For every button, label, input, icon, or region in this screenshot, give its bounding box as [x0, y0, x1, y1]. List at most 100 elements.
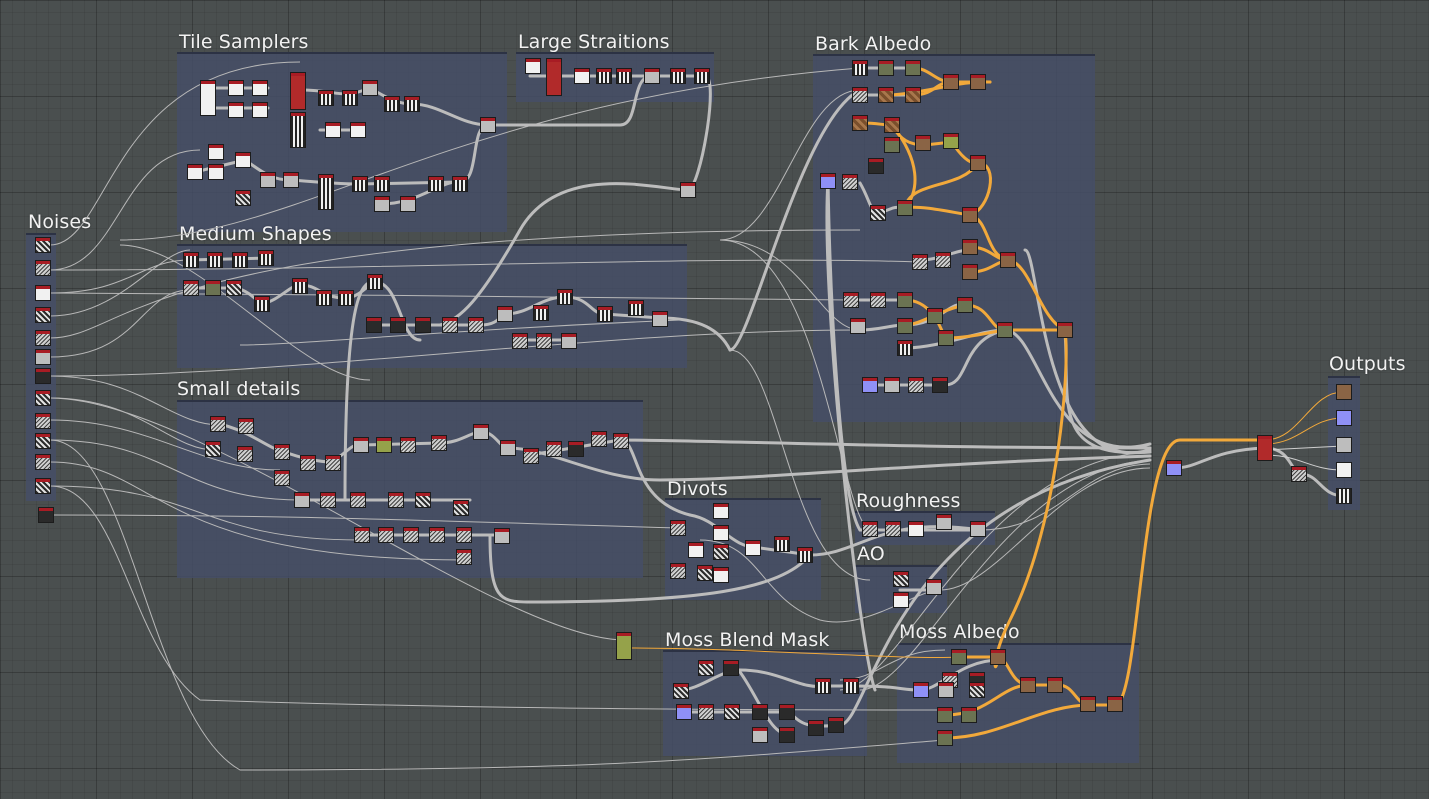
shape-node[interactable] [367, 274, 383, 290]
ao-node[interactable] [893, 592, 909, 608]
output-node[interactable] [1336, 488, 1352, 504]
blend-node[interactable] [362, 80, 378, 96]
albedo-node[interactable] [897, 318, 913, 334]
shape-node[interactable] [292, 278, 308, 294]
tile-sampler-node[interactable] [325, 122, 341, 138]
tile-sampler-node[interactable] [200, 80, 216, 116]
albedo-node[interactable] [878, 87, 894, 103]
noise-node[interactable] [35, 349, 51, 365]
shape-node[interactable] [366, 317, 382, 333]
blend-node[interactable] [480, 117, 496, 133]
tile-sampler-node[interactable] [228, 102, 244, 118]
albedo-node[interactable] [843, 292, 859, 308]
frame-moss-albedo[interactable] [897, 643, 1139, 763]
albedo-node[interactable] [1000, 252, 1016, 268]
shape-node[interactable] [533, 305, 549, 321]
noise-node[interactable] [35, 237, 51, 253]
detail-node[interactable] [353, 437, 369, 453]
albedo-node[interactable] [905, 60, 921, 76]
straition-node[interactable] [616, 68, 632, 84]
shape-node[interactable] [468, 317, 484, 333]
shape-node[interactable] [442, 317, 458, 333]
albedo-node[interactable] [842, 174, 858, 190]
blend-node[interactable] [400, 196, 416, 212]
output-splitter-node[interactable] [1257, 435, 1273, 461]
noise-node[interactable] [35, 307, 51, 323]
albedo-node[interactable] [997, 322, 1013, 338]
albedo-node[interactable] [884, 137, 900, 153]
blend-node[interactable] [1166, 460, 1182, 476]
albedo-node[interactable] [908, 377, 924, 393]
albedo-node[interactable] [905, 87, 921, 103]
albedo-node[interactable] [915, 135, 931, 151]
albedo-node[interactable] [852, 87, 868, 103]
detail-node[interactable] [325, 455, 341, 471]
detail-node[interactable] [403, 527, 419, 543]
straition-node[interactable] [574, 68, 590, 84]
shape-node[interactable] [415, 317, 431, 333]
tile-sampler-node[interactable] [228, 80, 244, 96]
detail-node[interactable] [456, 527, 472, 543]
straition-node[interactable] [546, 58, 562, 96]
albedo-node[interactable] [878, 60, 894, 76]
output-node[interactable] [1336, 462, 1352, 478]
detail-node[interactable] [205, 441, 221, 457]
noise-node[interactable] [35, 260, 51, 276]
detail-node[interactable] [546, 441, 562, 457]
roughness-node[interactable] [862, 521, 878, 537]
detail-node[interactable] [294, 492, 310, 508]
divot-node[interactable] [774, 536, 790, 552]
albedo-node[interactable] [943, 133, 959, 149]
tile-sampler-node[interactable] [350, 122, 366, 138]
noise-node[interactable] [35, 454, 51, 470]
albedo-node[interactable] [868, 158, 884, 174]
detail-node[interactable] [453, 500, 469, 516]
moss-albedo-node[interactable] [961, 707, 977, 723]
moss-albedo-node[interactable] [1107, 696, 1123, 712]
noise-node[interactable] [35, 413, 51, 429]
divot-node[interactable] [745, 540, 761, 556]
detail-node[interactable] [320, 492, 336, 508]
tile-sampler-node[interactable] [252, 102, 268, 118]
detail-node[interactable] [613, 433, 629, 449]
tile-sampler-output-node[interactable] [318, 174, 334, 210]
albedo-node[interactable] [850, 318, 866, 334]
divot-node[interactable] [670, 563, 686, 579]
detail-node[interactable] [388, 492, 404, 508]
moss-albedo-node[interactable] [1080, 696, 1096, 712]
albedo-node[interactable] [962, 207, 978, 223]
detail-node[interactable] [568, 441, 584, 457]
mask-node[interactable] [843, 678, 859, 694]
shape-node[interactable] [536, 333, 552, 349]
detail-node[interactable] [378, 527, 394, 543]
shape-node[interactable] [183, 280, 199, 296]
mask-node[interactable] [808, 720, 824, 736]
shape-node[interactable] [628, 300, 644, 316]
shape-node[interactable] [561, 333, 577, 349]
albedo-node[interactable] [938, 330, 954, 346]
noise-node[interactable] [35, 390, 51, 406]
detail-node[interactable] [376, 437, 392, 453]
shape-node[interactable] [597, 306, 613, 322]
detail-node[interactable] [494, 528, 510, 544]
blend-node[interactable] [374, 176, 390, 192]
mask-node[interactable] [815, 678, 831, 694]
tile-sampler-node[interactable] [252, 80, 268, 96]
blend-node[interactable] [404, 96, 420, 112]
albedo-node[interactable] [870, 205, 886, 221]
shape-node[interactable] [232, 252, 248, 268]
blend-node[interactable] [452, 176, 468, 192]
blend-node[interactable] [352, 176, 368, 192]
tile-sampler-node[interactable] [235, 190, 251, 206]
albedo-node[interactable] [962, 264, 978, 280]
tile-sampler-node[interactable] [260, 172, 276, 188]
albedo-node[interactable] [912, 254, 928, 270]
albedo-node[interactable] [852, 60, 868, 76]
detail-node[interactable] [274, 444, 290, 460]
albedo-node[interactable] [935, 252, 951, 268]
straition-node[interactable] [596, 68, 612, 84]
mask-node[interactable] [779, 727, 795, 743]
detail-node[interactable] [456, 549, 472, 565]
shape-node[interactable] [316, 290, 332, 306]
detail-node[interactable] [473, 424, 489, 440]
